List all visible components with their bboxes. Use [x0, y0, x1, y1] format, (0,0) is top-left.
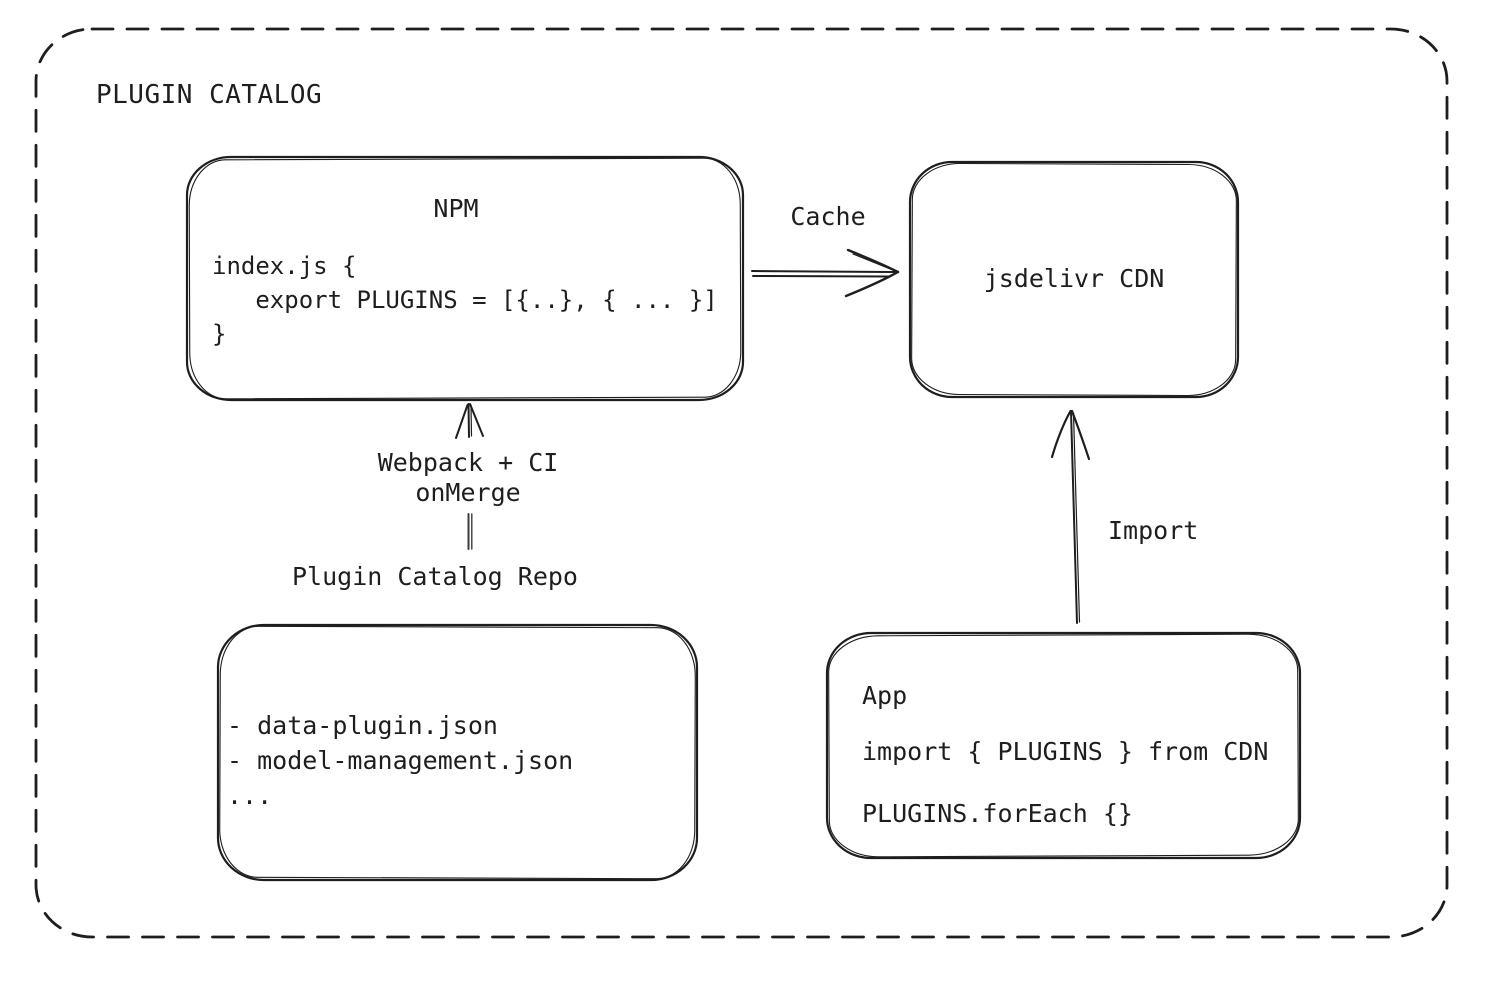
plugin-catalog-container-border [34, 27, 1449, 939]
repo-file-list: - data-plugin.json - model-management.jso… [227, 708, 573, 813]
npm-code-line-3: } [212, 320, 227, 348]
repo-file-item-3: ... [227, 781, 273, 810]
webpack-arrow [455, 403, 484, 550]
cdn-box-label: jsdelivr CDN [983, 264, 1165, 293]
npm-code-block: index.js { export PLUGINS = [{..}, { ...… [212, 249, 718, 351]
cache-arrow [751, 248, 900, 298]
repo-file-item-1: - data-plugin.json [227, 711, 498, 740]
repo-box [216, 623, 699, 882]
repo-box-label: Plugin Catalog Repo [292, 562, 578, 591]
app-code-line-2: PLUGINS.forEach {} [862, 799, 1133, 828]
diagram-title: PLUGIN CATALOG [96, 80, 323, 110]
app-box [825, 631, 1302, 860]
import-arrow-label: Import [1108, 516, 1199, 545]
repo-file-item-2: - model-management.json [227, 746, 574, 775]
cache-arrow-label: Cache [790, 202, 866, 231]
cdn-box [908, 160, 1240, 399]
import-arrow [1050, 409, 1091, 624]
npm-code-line-1: index.js { [212, 252, 357, 280]
app-box-title: App [862, 681, 908, 710]
npm-box-title: NPM [433, 194, 479, 223]
app-code-line-1: import { PLUGINS } from CDN [862, 737, 1269, 766]
webpack-arrow-label-line2: onMerge [415, 478, 521, 507]
webpack-arrow-label-line1: Webpack + CI [377, 448, 559, 477]
npm-box [185, 155, 745, 402]
npm-code-line-2: export PLUGINS = [{..}, { ... }] [212, 286, 718, 314]
